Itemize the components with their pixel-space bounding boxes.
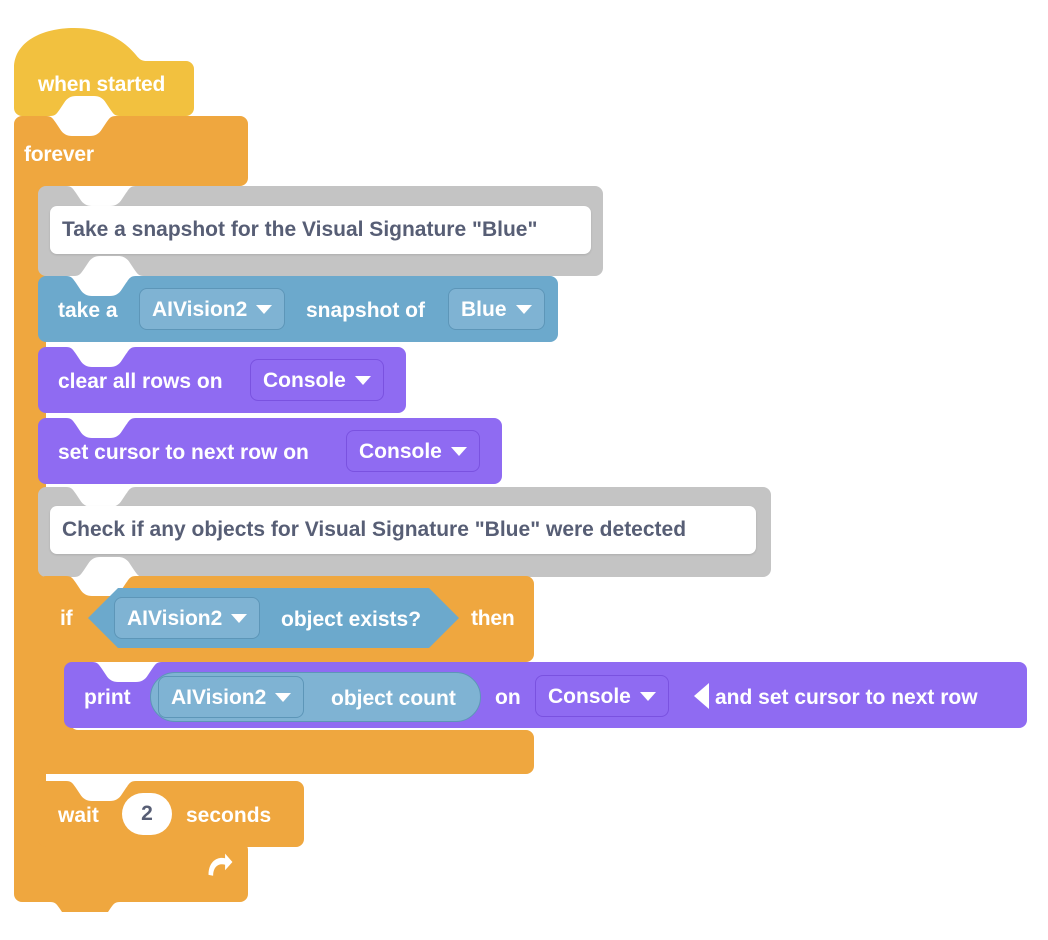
clear-all-rows-target-dropdown[interactable]: Console — [250, 359, 384, 401]
then-label: then — [471, 607, 515, 630]
dropdown-value: AIVision2 — [171, 685, 267, 709]
object-exists-label: object exists? — [281, 608, 422, 631]
when-started-shape — [14, 28, 194, 116]
take-snapshot-device-dropdown[interactable]: AIVision2 — [139, 288, 286, 330]
forever-label: forever — [24, 143, 94, 166]
chevron-down-icon — [515, 304, 532, 314]
when-started-label: when started — [38, 73, 166, 96]
comment-text-1[interactable]: Take a snapshot for the Visual Signature… — [50, 206, 591, 254]
dropdown-value: Blue — [461, 297, 507, 321]
dropdown-value: Console — [359, 439, 442, 463]
chevron-down-icon — [354, 375, 371, 385]
object-exists-device-dropdown[interactable]: AIVision2 — [114, 597, 261, 639]
object-count-label: object count — [331, 687, 456, 710]
dropdown-value: Console — [263, 368, 346, 392]
forever-block[interactable] — [14, 116, 249, 912]
loop-arrow-icon — [208, 853, 233, 876]
set-cursor-next-row-label: set cursor to next row on — [58, 441, 309, 464]
print-trailing-label: and set cursor to next row — [715, 686, 978, 709]
chevron-down-icon — [256, 304, 273, 314]
wait-seconds-input[interactable]: 2 — [122, 793, 172, 835]
object-exists-reporter[interactable]: AIVision2 object exists? — [88, 588, 459, 648]
set-cursor-target-dropdown[interactable]: Console — [346, 430, 480, 472]
triangle-left-icon[interactable] — [694, 683, 709, 709]
print-on-label: on — [495, 686, 521, 709]
clear-all-rows-label: clear all rows on — [58, 370, 223, 393]
take-snapshot-signature-dropdown[interactable]: Blue — [448, 288, 545, 330]
dropdown-value: AIVision2 — [127, 606, 223, 630]
take-snapshot-label-2: snapshot of — [306, 299, 425, 322]
chevron-down-icon — [639, 691, 656, 701]
chevron-down-icon — [450, 446, 467, 456]
print-target-dropdown[interactable]: Console — [535, 675, 669, 717]
wait-label: wait — [58, 804, 99, 827]
take-snapshot-label-1: take a — [58, 299, 118, 322]
wait-seconds-label: seconds — [186, 804, 272, 827]
chevron-down-icon — [231, 613, 248, 623]
if-label: if — [60, 607, 73, 630]
print-label: print — [84, 686, 131, 709]
dropdown-value: Console — [548, 684, 631, 708]
object-count-reporter[interactable]: AIVision2 object count — [150, 672, 481, 722]
comment-text-2[interactable]: Check if any objects for Visual Signatur… — [50, 506, 756, 554]
object-count-device-dropdown[interactable]: AIVision2 — [158, 676, 305, 718]
dropdown-value: AIVision2 — [152, 297, 248, 321]
when-started-block[interactable]: when started — [14, 26, 194, 116]
chevron-down-icon — [275, 692, 292, 702]
